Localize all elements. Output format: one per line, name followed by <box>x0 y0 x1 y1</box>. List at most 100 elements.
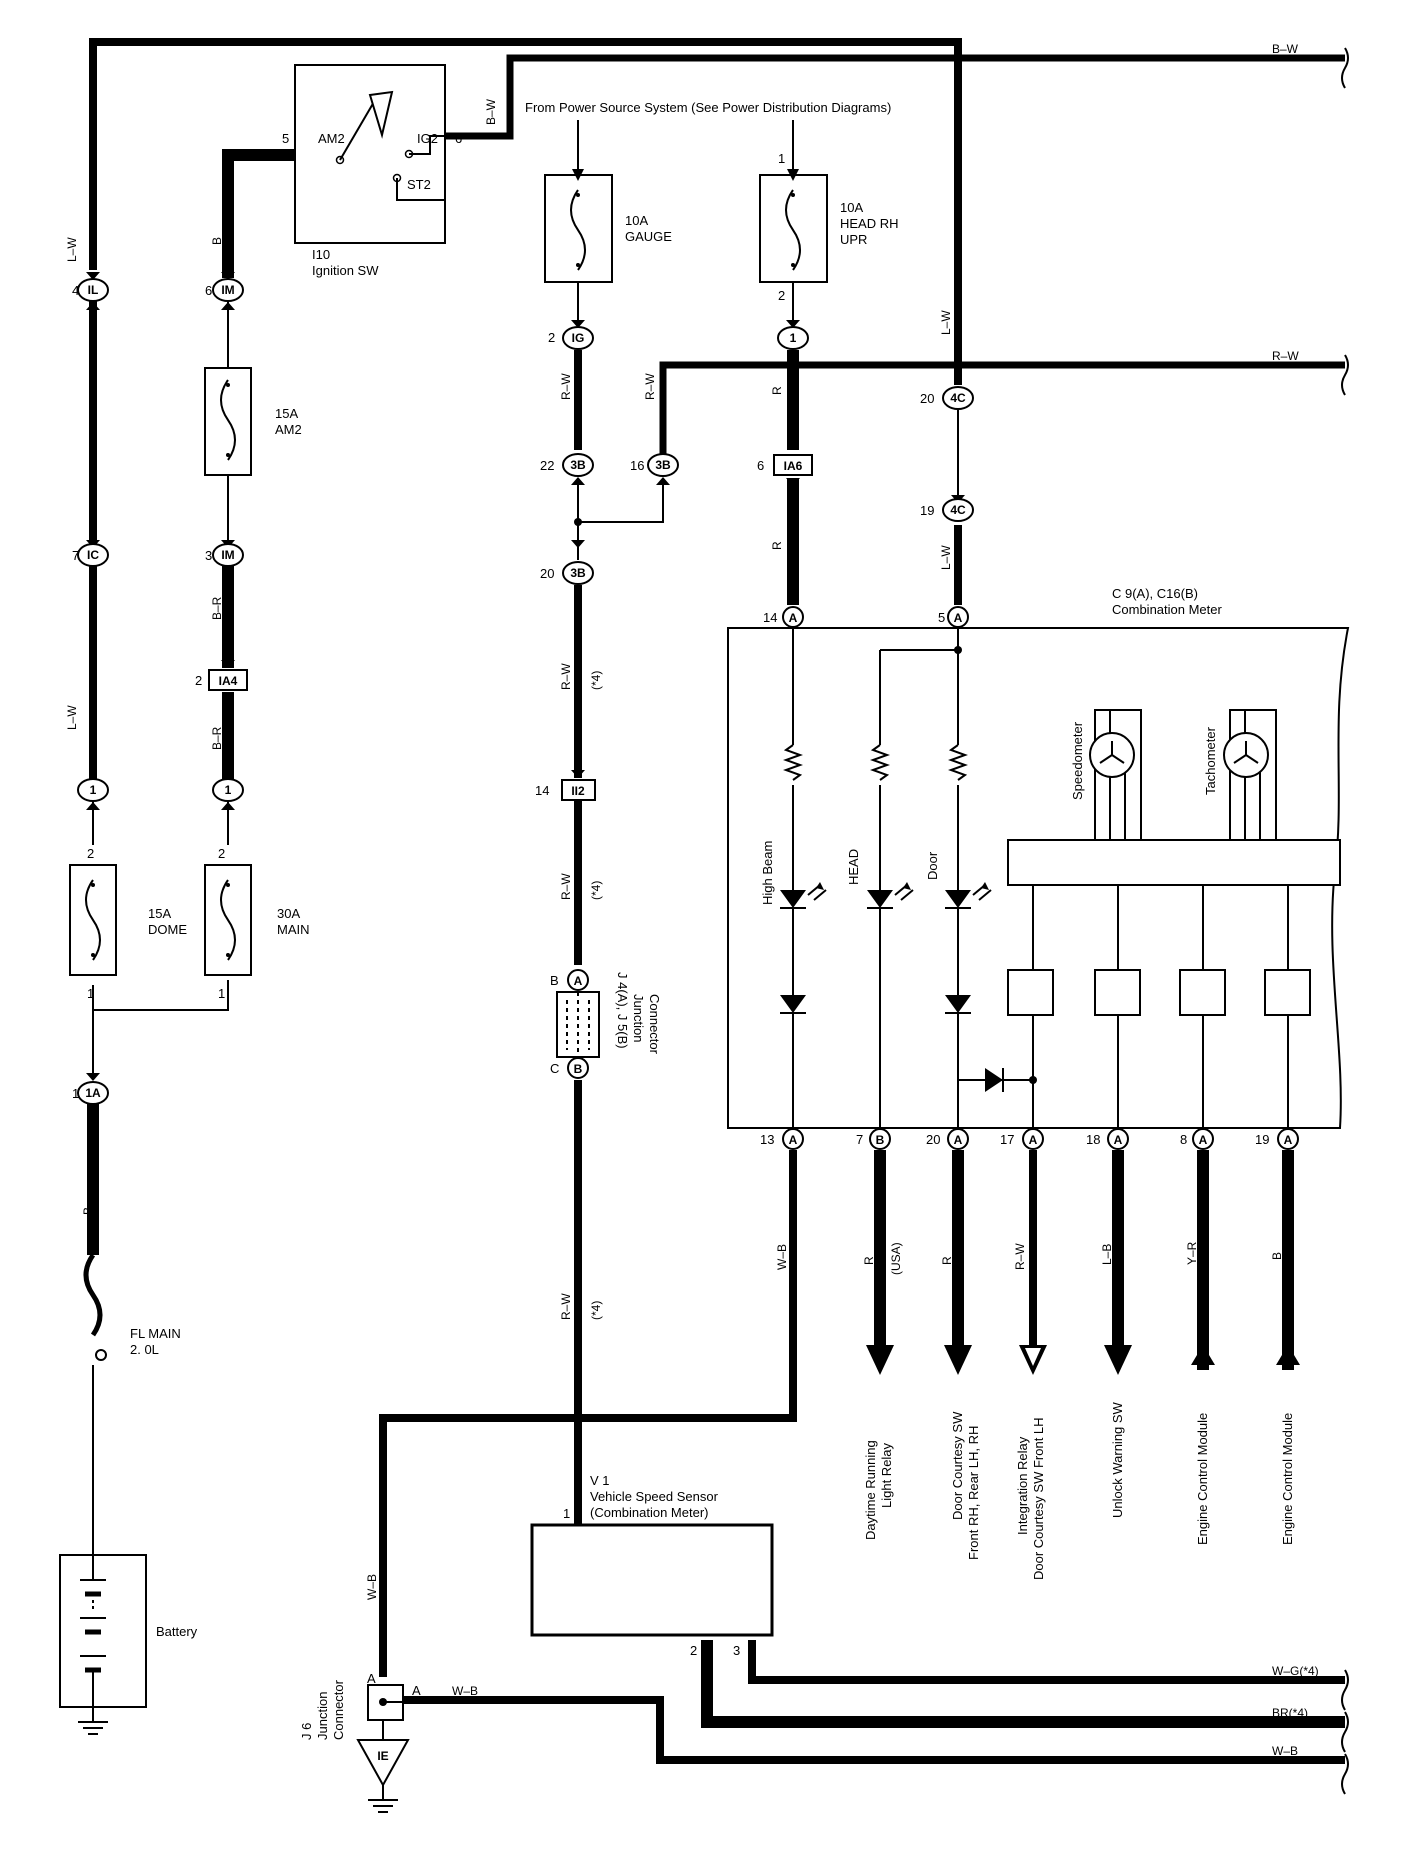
term-a18: A <box>1114 1133 1123 1147</box>
pin-7: 7 <box>856 1132 863 1147</box>
connector-4c-20-label: 4C <box>950 391 966 405</box>
pin-13: 13 <box>760 1132 774 1147</box>
fuse-gauge <box>544 174 613 283</box>
ie-label: IE <box>377 1749 388 1763</box>
wire-label-rw-right: R–W <box>1272 349 1299 363</box>
connector-3b-20: 3B <box>562 540 594 585</box>
out-wire-usa: (USA) <box>889 1242 903 1275</box>
connector-4c-20: 4C <box>942 386 974 410</box>
wire-label-wb-1: W–B <box>775 1244 789 1270</box>
out-wire-rw: R–W <box>1013 1243 1027 1270</box>
wire-label-lw-3: L–W <box>65 705 79 730</box>
connector-4c-19-label: 4C <box>950 503 966 517</box>
connector-ig-label: IG <box>572 331 585 345</box>
meter-a14-label: A <box>789 611 798 625</box>
dest-ecm-2: Engine Control Module <box>1280 1413 1295 1545</box>
pin-main-1: 1 <box>218 986 225 1001</box>
fl-main-size: 2. 0L <box>130 1342 159 1357</box>
out-wire-r1: R <box>862 1256 876 1265</box>
pin-17: 17 <box>1000 1132 1014 1147</box>
meter-bottom-terminals: A B A A A A A <box>782 1128 1299 1150</box>
pin-3b-16: 16 <box>630 458 644 473</box>
wire-label-br-1: B–R <box>210 596 224 620</box>
pin-j4-c: C <box>550 1061 559 1076</box>
vehicle-speed-sensor <box>530 1523 774 1637</box>
pin-j6-a-right: A <box>412 1683 421 1698</box>
gauge-column-wires <box>572 120 664 1525</box>
wire-label-wg4: W–G(*4) <box>1272 1664 1319 1678</box>
connector-il-label: IL <box>88 283 99 297</box>
term-a17: A <box>1029 1133 1038 1147</box>
wire-label-bw-ign: B–W <box>484 98 498 125</box>
term-a20: A <box>954 1133 963 1147</box>
pin-vss-1: 1 <box>563 1506 570 1521</box>
wire-label-rw-3: R–W <box>559 663 573 690</box>
speedometer-label: Speedometer <box>1070 721 1085 800</box>
pin-4c-19: 19 <box>920 503 934 518</box>
fuse-am2-name: AM2 <box>275 422 302 437</box>
vss-sub: (Combination Meter) <box>590 1505 709 1520</box>
dest-door-2: Front RH, Rear LH, RH <box>966 1426 981 1560</box>
pin-j6-a-left: A <box>367 1671 376 1686</box>
fuse-head-upr: UPR <box>840 232 867 247</box>
out-wire-yr: Y–R <box>1185 1241 1199 1265</box>
wire-label-bw-top: B–W <box>1272 42 1299 56</box>
connector-im-bottom: IM <box>212 540 244 567</box>
connector-im-top-label: IM <box>221 283 234 297</box>
dest-unlock: Unlock Warning SW <box>1110 1401 1125 1518</box>
pin-3b-22: 22 <box>540 458 554 473</box>
speedometer-icon <box>1089 732 1135 778</box>
pin-20: 20 <box>926 1132 940 1147</box>
junction-connector-j6: IE <box>356 1684 410 1813</box>
term-a8: A <box>1199 1133 1208 1147</box>
ign-pin5: 5 <box>282 131 289 146</box>
pin-vss-2: 2 <box>690 1643 697 1658</box>
connector-3b-20-label: 3B <box>570 566 586 580</box>
connector-1a: 1A <box>77 1073 109 1105</box>
connector-im-top: IM <box>212 272 244 310</box>
ground-wires <box>379 1150 1345 1764</box>
wire-label-br4: BR(*4) <box>1272 1706 1308 1720</box>
fuse-head-rating: 10A <box>840 200 863 215</box>
pin-1a: 1 <box>72 1086 79 1101</box>
wire-label-r-1: R <box>770 386 784 395</box>
fuse-head-name: HEAD RH <box>840 216 899 231</box>
dest-ecm-1: Engine Control Module <box>1195 1413 1210 1545</box>
ign-name: Ignition SW <box>312 263 379 278</box>
left-column-wires <box>87 300 229 1710</box>
dest-int-1: Integration Relay <box>1015 1436 1030 1535</box>
wire-label-rw-2: R–W <box>643 373 657 400</box>
connector-1-second-label: 1 <box>225 783 232 797</box>
connector-im-bottom-label: IM <box>221 548 234 562</box>
dest-door-1: Door Courtesy SW <box>950 1411 965 1520</box>
meter-ref: C 9(A), C16(B) <box>1112 586 1198 601</box>
j4-junction: Junction <box>631 994 646 1042</box>
pin-4c-20: 20 <box>920 391 934 406</box>
wire-ends-right <box>1341 47 1349 1795</box>
connector-ia4: IA4 <box>208 660 248 691</box>
fuse-main-name: MAIN <box>277 922 310 937</box>
meter-output-wires <box>866 1150 1300 1375</box>
wire-label-lw-1: L–W <box>65 237 79 262</box>
connector-3b-22-label: 3B <box>570 458 586 472</box>
head-label: HEAD <box>846 849 861 885</box>
connector-ia6-label: IA6 <box>784 459 803 473</box>
connector-ic-label: IC <box>87 548 99 562</box>
fuse-gauge-rating: 10A <box>625 213 648 228</box>
j4-a-label: A <box>574 974 583 988</box>
connector-1a-label: 1A <box>85 1086 101 1100</box>
junction-connector-j4: A B <box>556 969 600 1079</box>
high-beam-label: High Beam <box>760 841 775 905</box>
wire-label-br-2: B–R <box>210 726 224 750</box>
connector-ia6: IA6 <box>773 454 813 486</box>
connector-ic: IC <box>77 540 109 567</box>
wire-label-b-1: B <box>210 237 224 245</box>
pin-meter-5: 5 <box>938 610 945 625</box>
pin-head-2: 2 <box>778 288 785 303</box>
junction-dot-gauge <box>574 518 582 526</box>
fuse-am2 <box>204 367 252 476</box>
connector-ii2: II2 <box>561 770 596 801</box>
tachometer-label: Tachometer <box>1203 726 1218 795</box>
fuse-main <box>204 864 252 976</box>
